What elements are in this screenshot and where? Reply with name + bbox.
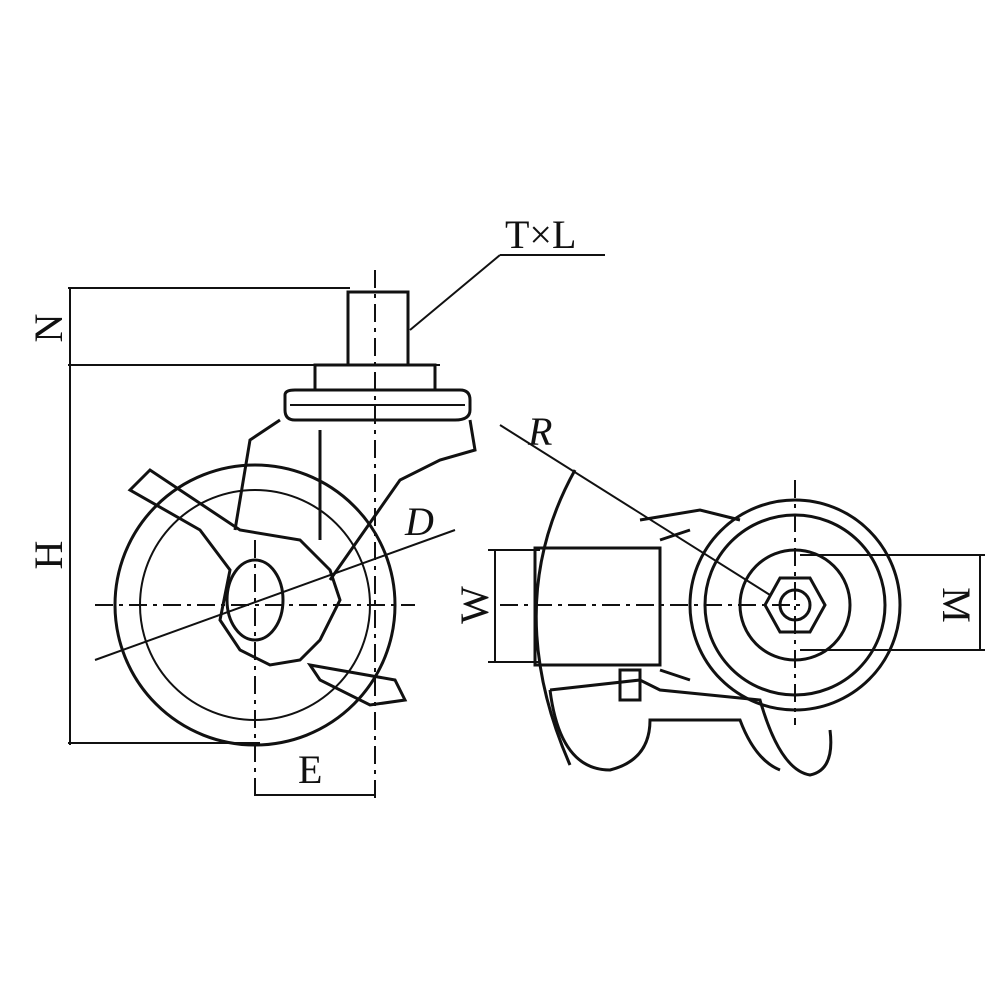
label-n: N — [26, 314, 71, 343]
wheel-tread — [533, 546, 662, 667]
label-d: D — [404, 499, 434, 544]
threaded-stem — [346, 290, 410, 367]
swivel-housing — [233, 418, 477, 581]
label-e: E — [298, 747, 322, 792]
label-r: R — [527, 409, 552, 454]
label-w: W — [452, 586, 497, 624]
d-leader — [94, 529, 456, 661]
front-view: R W M — [452, 409, 985, 777]
hex-nut — [763, 576, 827, 634]
side-view: T×L N H D E — [26, 212, 605, 800]
brake-pedal — [306, 662, 408, 707]
front-brake — [548, 678, 833, 777]
label-h: H — [26, 541, 71, 570]
label-m: M — [934, 587, 979, 623]
label-thread: T×L — [505, 212, 576, 257]
r-leader — [499, 424, 771, 596]
axle-hub — [225, 558, 285, 642]
thread-leader — [409, 254, 501, 331]
brake-lever — [127, 468, 342, 667]
top-plate — [283, 388, 472, 422]
